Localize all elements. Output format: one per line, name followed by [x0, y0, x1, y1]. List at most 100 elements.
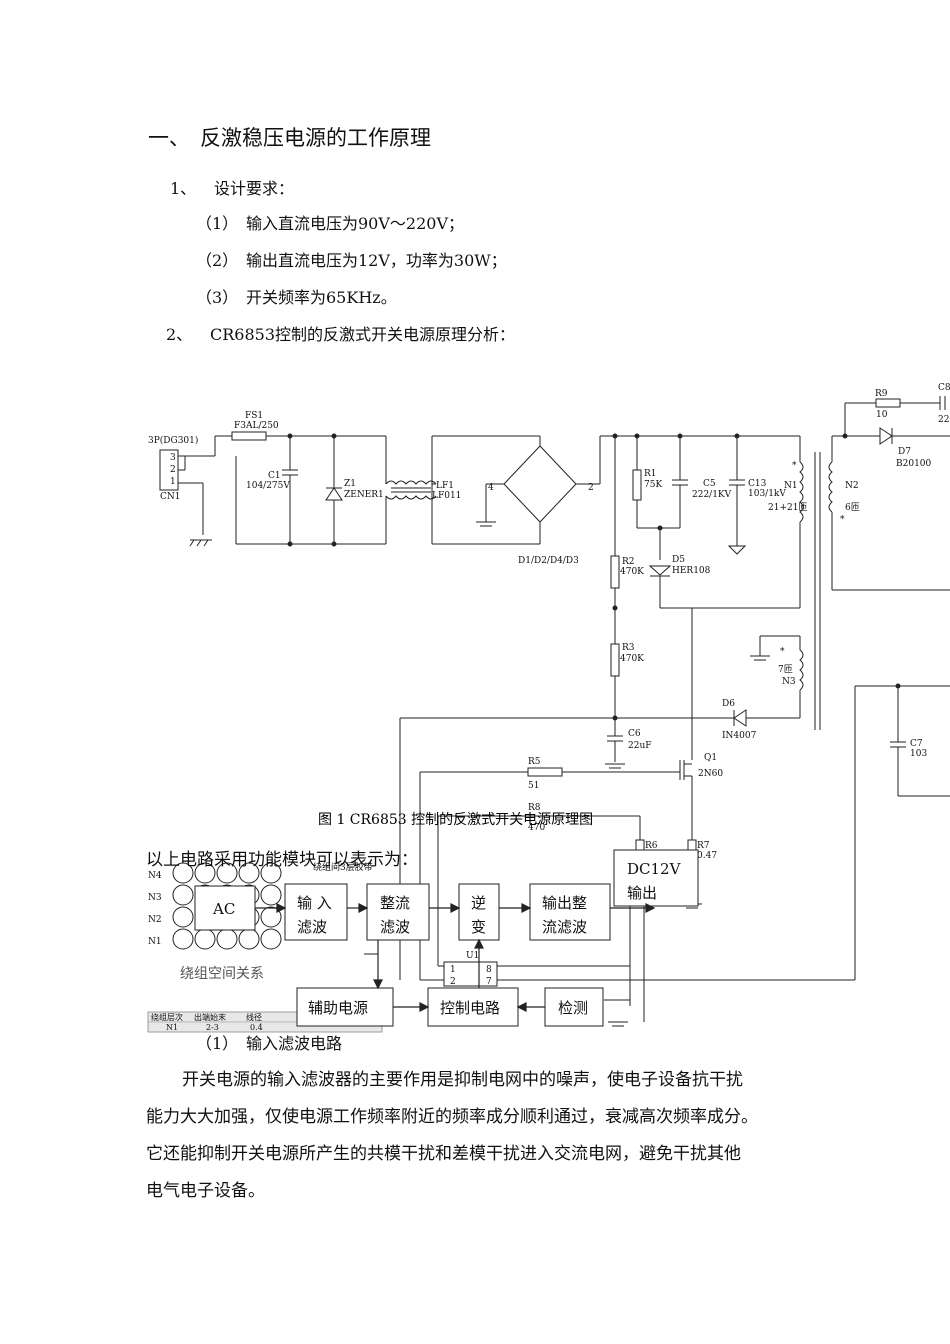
table-header-1: 绕组层次: [151, 1012, 183, 1022]
requirement-2-text: 输出直流电压为12V，功率为30W；: [246, 251, 507, 270]
cn1-pin-3: 3: [170, 453, 176, 463]
detect-label: 检测: [558, 999, 588, 1017]
u1-label: U1: [466, 951, 479, 961]
winding-top-note: 绕组间3层胶带: [313, 861, 373, 873]
aux-power-block: [296, 987, 394, 1027]
layer-n4: N4: [148, 871, 162, 881]
input-filter-line-2: 滤波: [297, 918, 327, 936]
r3-label: R3: [622, 643, 635, 653]
main-heading: 一、反激稳压电源的工作原理: [148, 122, 431, 152]
r2-label: R2: [622, 557, 635, 567]
ac-label: AC: [212, 900, 235, 918]
r9-value: 10: [876, 410, 888, 420]
fs1-label: FS1: [245, 411, 263, 421]
d7-value: B20100: [896, 459, 932, 469]
lf1-label: LF1: [436, 481, 454, 491]
body-paragraph: 开关电源的输入滤波器的主要作用是抑制电网中的噪声，使电子设备抗干扰 能力大大加强…: [146, 1062, 816, 1210]
lf1-value: LF011: [432, 491, 461, 501]
rectifier-line-2: 滤波: [380, 918, 410, 936]
bridge-label: D1/D2/D4/D3: [518, 556, 579, 566]
r1-value: 75K: [644, 480, 662, 490]
inverter-block: [458, 883, 500, 941]
table-header-3: 线径: [246, 1012, 262, 1022]
fs1-value: F3AL/250: [234, 421, 279, 431]
output-filter-line-1: 输出整: [542, 894, 587, 912]
z1-label: Z1: [344, 479, 356, 489]
rectifier-block: [366, 883, 430, 941]
layer-n2: N2: [148, 915, 162, 925]
figure-caption: 图 1 CR6853 控制的反激式开关电源原理图: [318, 811, 593, 828]
q1-value: 2N60: [698, 769, 723, 779]
r6-label: R6: [645, 841, 658, 851]
heading-title: 反激稳压电源的工作原理: [200, 126, 431, 150]
section-1-heading: 1、设计要求：: [170, 175, 294, 199]
section-2-number: 2、: [166, 325, 193, 344]
c6-value: 22uF: [628, 741, 652, 751]
d6-label: D6: [722, 699, 735, 709]
requirement-3-text: 开关频率为65KHz。: [246, 288, 397, 307]
heading-number: 一、: [148, 126, 190, 150]
paragraph-line-4: 电气电子设备。: [146, 1181, 265, 1201]
bridge-pin-4: 4: [488, 483, 494, 493]
cn1-label: 3P(DG301): [148, 435, 198, 446]
c1-label: C1: [268, 471, 281, 481]
c8-label: C8: [938, 383, 950, 393]
c13-value: 103/1kV: [748, 489, 786, 499]
intro-line: 以上电路采用功能模块可以表示为：: [146, 850, 418, 870]
requirement-3-num: （3）: [196, 288, 239, 307]
control-label: 控制电路: [440, 999, 500, 1017]
layer-n1: N1: [148, 937, 162, 947]
q1-label: Q1: [704, 753, 717, 763]
paragraph-line-1: 开关电源的输入滤波器的主要作用是抑制电网中的噪声，使电子设备抗干扰: [182, 1070, 743, 1090]
c5-value: 222/1KV: [692, 490, 732, 500]
requirement-1-text: 输入直流电压为90V～220V；: [246, 214, 465, 233]
ac-block: [194, 885, 256, 931]
output-filter-line-2: 流滤波: [542, 918, 587, 936]
cn1-pin-2: 2: [170, 465, 176, 475]
table-cell-3: 0.4: [250, 1023, 263, 1032]
input-filter-block: [284, 883, 348, 941]
section-1-title: 设计要求：: [214, 179, 295, 198]
d7-label: D7: [898, 447, 911, 457]
requirement-2: （2）输出直流电压为12V，功率为30W；: [196, 247, 507, 271]
control-block: [427, 987, 519, 1027]
dc-output-block: [613, 849, 699, 907]
r5-label: R5: [528, 757, 541, 767]
requirement-1: （1）输入直流电压为90V～220V；: [196, 210, 464, 234]
u1-pin-1: 1: [450, 965, 456, 975]
r8-value: 470: [528, 823, 545, 833]
n3-turns: 7匝: [778, 664, 793, 675]
requirement-3: （3） 开关频率为65KHz。: [196, 284, 397, 308]
c7-value: 103: [910, 749, 927, 759]
r2-value: 470K: [620, 567, 644, 577]
winding-caption: 绕组空间关系: [180, 966, 264, 982]
c5-label: C5: [703, 479, 716, 489]
r7-label: R7: [697, 841, 710, 851]
paragraph-line-3: 它还能抑制开关电源所产生的共模干扰和差模干扰进入交流电网，避免干扰其他: [146, 1144, 741, 1164]
n2-label: N2: [845, 481, 859, 491]
table-cell-2: 2-3: [206, 1023, 219, 1032]
d5-value: HER108: [672, 566, 711, 576]
u1-pin-2: 2: [450, 977, 456, 987]
n1-label: N1: [784, 481, 798, 491]
n2-turns: 6匝: [845, 502, 860, 513]
z1-value: ZENER1: [344, 490, 384, 500]
table-cell-1: N1: [166, 1023, 178, 1032]
aux-power-label: 辅助电源: [308, 999, 368, 1017]
n1-star: *: [792, 461, 797, 471]
r7-value: 0.47: [697, 851, 717, 861]
r1-label: R1: [644, 469, 657, 479]
dc-output-line-2: 输出: [627, 884, 657, 902]
rectifier-line-1: 整流: [380, 894, 410, 912]
r9-label: R9: [875, 389, 888, 399]
r3-value: 470K: [620, 654, 644, 664]
n2-star: *: [840, 515, 845, 525]
d6-value: IN4007: [722, 731, 757, 741]
output-filter-block: [529, 883, 611, 941]
inverter-line-2: 变: [471, 918, 486, 936]
section-2-heading: 2、CR6853控制的反激式开关电源原理分析：: [166, 321, 515, 345]
cn1-pin-1: 1: [170, 477, 176, 487]
detect-block: [544, 987, 604, 1027]
